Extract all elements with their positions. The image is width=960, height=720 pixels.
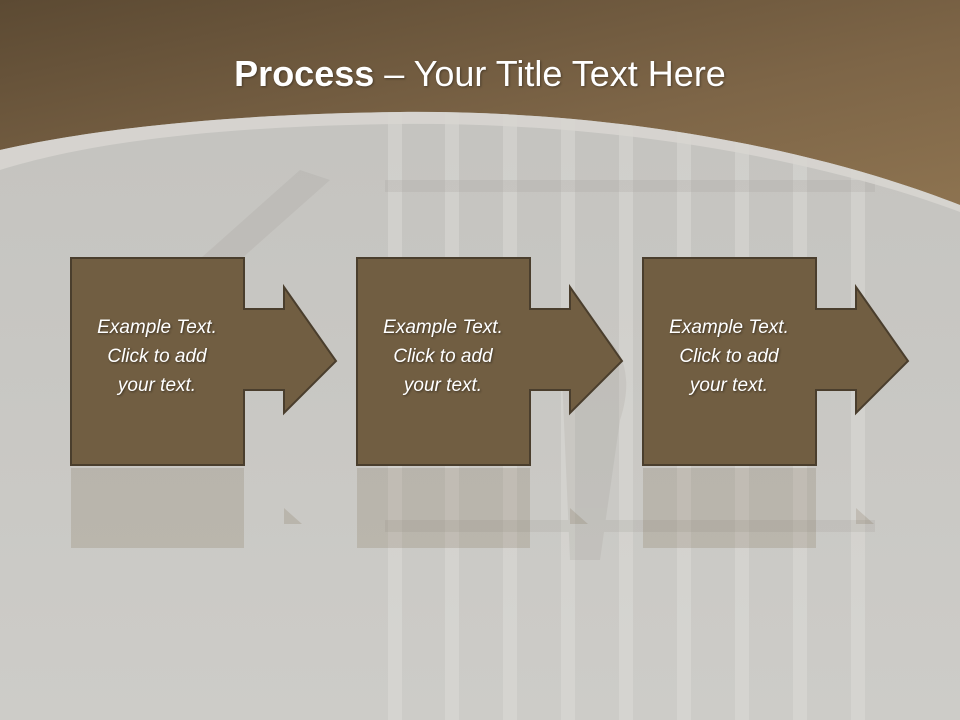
step-text[interactable]: Example Text. Click to add your text. xyxy=(97,317,217,396)
step-text[interactable]: Example Text. Click to add your text. xyxy=(669,317,789,396)
process-step-2[interactable]: Example Text. Click to add your text. xyxy=(356,257,626,467)
title-rest: – Your Title Text Here xyxy=(374,53,726,94)
process-step-1[interactable]: Example Text. Click to add your text. xyxy=(70,257,340,467)
step-reflection xyxy=(642,468,912,548)
process-step-3[interactable]: Example Text. Click to add your text. xyxy=(642,257,912,467)
header-band xyxy=(0,0,960,205)
step-reflection xyxy=(70,468,340,548)
step-arrow-shape xyxy=(356,257,624,466)
slide-title[interactable]: Process – Your Title Text Here xyxy=(0,52,960,96)
step-reflection xyxy=(356,468,626,548)
step-text[interactable]: Example Text. Click to add your text. xyxy=(383,317,503,396)
title-bold: Process xyxy=(234,53,375,94)
step-arrow-shape xyxy=(642,257,910,466)
step-arrow-shape xyxy=(70,257,338,466)
